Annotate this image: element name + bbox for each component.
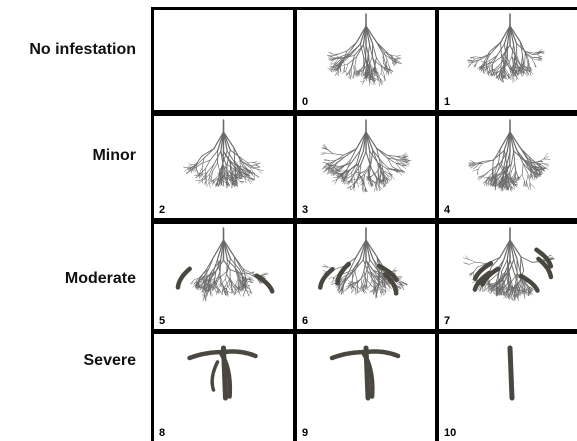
cell-score-8: 8 (154, 334, 293, 441)
cell-score-1: 1 (439, 10, 577, 110)
root-drawing (297, 334, 435, 441)
root-drawing (439, 10, 577, 110)
cell-score-5: 5 (154, 224, 293, 329)
score-label: 10 (444, 427, 456, 439)
cell-score-7: 7 (439, 224, 577, 329)
score-label: 6 (302, 315, 308, 327)
row-label-minor: Minor (92, 147, 136, 165)
score-label: 0 (302, 96, 308, 108)
rating-grid: 0 1 2 3 4 5 6 7 8 9 10 (151, 7, 577, 441)
score-label: 9 (302, 427, 308, 439)
root-drawing (439, 334, 577, 441)
cell-score-6: 6 (297, 224, 435, 329)
root-drawing (154, 116, 293, 218)
score-label: 3 (302, 204, 308, 216)
row-label-no-infestation: No infestation (29, 41, 136, 59)
score-label: 4 (444, 204, 450, 216)
cell-score-2: 2 (154, 116, 293, 218)
cell-score-10: 10 (439, 334, 577, 441)
score-label: 5 (159, 315, 165, 327)
cell-score-0: 0 (297, 10, 435, 110)
root-drawing (154, 224, 293, 329)
score-label: 2 (159, 204, 165, 216)
row-label-moderate: Moderate (65, 270, 136, 288)
root-drawing (439, 116, 577, 218)
cell-score-4: 4 (439, 116, 577, 218)
score-label: 8 (159, 427, 165, 439)
cell-score-9: 9 (297, 334, 435, 441)
root-drawing (154, 334, 293, 441)
root-drawing (439, 224, 577, 329)
row-label-severe: Severe (84, 352, 137, 370)
score-label: 7 (444, 315, 450, 327)
score-label: 1 (444, 96, 450, 108)
cell-score-3: 3 (297, 116, 435, 218)
root-drawing (297, 10, 435, 110)
root-drawing (297, 116, 435, 218)
root-drawing (297, 224, 435, 329)
cell-empty (154, 10, 293, 110)
